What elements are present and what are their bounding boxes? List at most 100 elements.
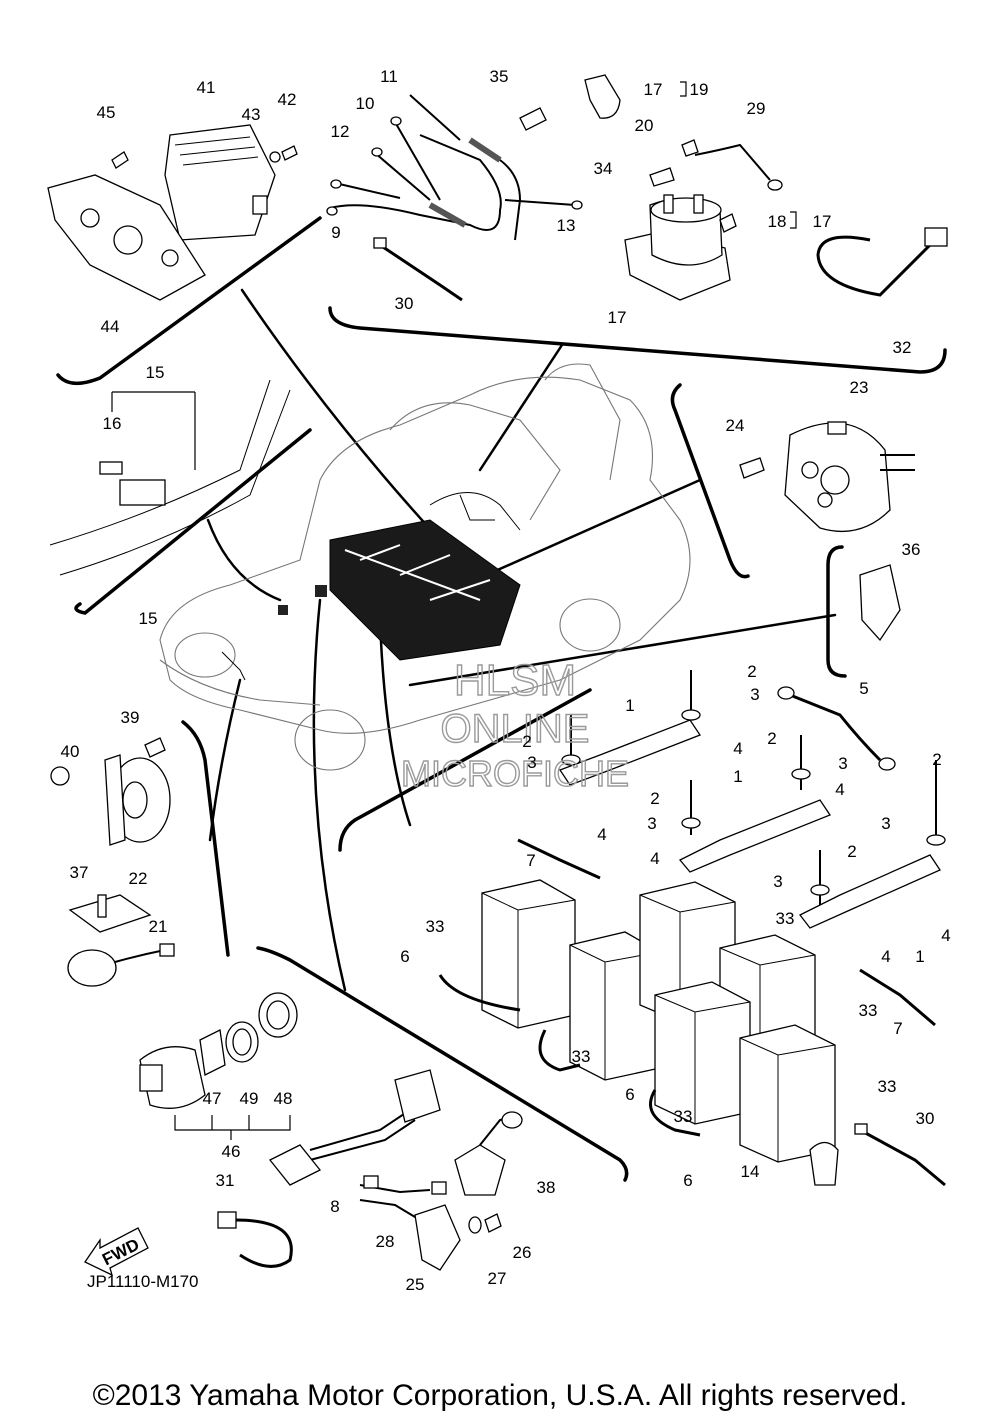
- part-label-l38: 38: [537, 1178, 556, 1197]
- battery-f: [739, 1024, 836, 1163]
- part-label-l10: 10: [356, 94, 375, 113]
- battery-pack-on-cart: [221, 492, 521, 681]
- part-label-l31: 31: [216, 1171, 235, 1190]
- part-label-l7b: 7: [893, 1019, 902, 1038]
- horn-37: [104, 754, 171, 846]
- part-label-l2d: 2: [650, 789, 659, 808]
- part-label-l3c: 3: [838, 754, 847, 773]
- part-label-l29: 29: [747, 99, 766, 118]
- watermark-line-1: HLSM: [454, 656, 576, 705]
- part-label-l19: 19: [690, 80, 709, 99]
- part-label-l21: 21: [149, 917, 168, 936]
- bolt-24: [739, 457, 765, 479]
- part-label-l47: 47: [203, 1089, 222, 1108]
- cable-band-31: [217, 1211, 293, 1268]
- part-label-l46: 46: [222, 1142, 241, 1161]
- watermark: HLSM ONLINE MICROFICHE: [400, 655, 629, 794]
- clamp-14: [809, 1141, 839, 1186]
- part-label-l7a: 7: [526, 851, 535, 870]
- frame-rail-15: [49, 379, 291, 576]
- speed-sensor-21: [67, 943, 175, 987]
- part-label-l1a: 1: [625, 696, 634, 715]
- fwd-arrow: FWD: [84, 1227, 149, 1277]
- part-label-l3a: 3: [750, 685, 759, 704]
- battery-cables: [438, 686, 936, 1137]
- part-label-l6a: 6: [400, 947, 409, 966]
- part-label-l6b: 6: [625, 1085, 634, 1104]
- group-brackets: [56, 216, 947, 1182]
- harness-8: [268, 1069, 441, 1186]
- part-label-l44: 44: [101, 317, 120, 336]
- part-label-l2b: 2: [522, 732, 531, 751]
- cable-tie-30-bottom: [854, 1123, 946, 1187]
- motor-23: [784, 421, 915, 532]
- leader-lines: [206, 288, 837, 992]
- part-label-l41: 41: [197, 78, 216, 97]
- sensor-25-wire-28: [359, 1175, 461, 1271]
- part-label-l39: 39: [121, 708, 140, 727]
- part-label-l11: 11: [380, 67, 398, 86]
- part-label-l4c: 4: [597, 825, 606, 844]
- part-label-l25: 25: [406, 1275, 425, 1294]
- part-label-l2a: 2: [747, 662, 756, 681]
- bracket-36: [859, 564, 901, 642]
- connector-16: [99, 461, 166, 506]
- part-label-l33d: 33: [572, 1047, 591, 1066]
- doc-code: JP11110-M170: [87, 1272, 199, 1291]
- mounting-plate-44: [47, 174, 206, 301]
- watermark-line-3: MICROFICHE: [401, 753, 629, 794]
- golf-cart-outline: [159, 363, 691, 771]
- part-label-l15b: 15: [139, 609, 158, 628]
- part-label-l43: 43: [242, 105, 261, 124]
- part-label-l13: 13: [557, 216, 576, 235]
- watermark-line-2: ONLINE: [441, 707, 590, 751]
- part-label-l45: 45: [97, 103, 116, 122]
- part-label-l4f: 4: [881, 947, 890, 966]
- bolt-35-clamp-34: [519, 74, 621, 131]
- part-label-l3f: 3: [773, 872, 782, 891]
- part-label-l3b: 3: [527, 753, 536, 772]
- part-label-l1c: 1: [915, 947, 924, 966]
- part-label-l2f: 2: [847, 842, 856, 861]
- part-label-l1b: 1: [733, 767, 742, 786]
- part-label-l4e: 4: [941, 926, 950, 945]
- part-label-l17a: 17: [644, 80, 663, 99]
- part-label-l33b: 33: [776, 909, 795, 928]
- copyright-notice: ©2013 Yamaha Motor Corporation, U.S.A. A…: [92, 1379, 908, 1412]
- part-label-l49: 49: [240, 1089, 259, 1108]
- cable-band-32: [816, 227, 948, 297]
- part-label-l35: 35: [490, 67, 509, 86]
- label-brackets: [111, 81, 797, 470]
- pedal-sensor-22: [68, 894, 152, 933]
- part-label-l40: 40: [61, 742, 80, 761]
- part-label-l30a: 30: [395, 294, 414, 313]
- part-label-l5: 5: [859, 679, 868, 698]
- key-switch-assy-46: [139, 992, 298, 1140]
- part-label-l24: 24: [726, 416, 745, 435]
- part-label-l36: 36: [902, 540, 921, 559]
- solenoid-17: [624, 139, 783, 301]
- part-label-l37: 37: [70, 863, 89, 882]
- washer-27-bolt-26: [468, 1213, 502, 1234]
- part-label-l2e: 2: [932, 750, 941, 769]
- part-label-l2c: 2: [767, 729, 776, 748]
- part-label-l33a: 33: [426, 917, 445, 936]
- part-label-l33c: 33: [859, 1001, 878, 1020]
- bolt-42-washer-43: [269, 145, 298, 163]
- bolt-45: [111, 151, 129, 169]
- part-label-l26: 26: [513, 1243, 532, 1262]
- nut-40: [50, 766, 70, 786]
- part-label-l32: 32: [893, 338, 912, 357]
- part-label-l6c: 6: [683, 1171, 692, 1190]
- batteries-33: [481, 879, 836, 1163]
- part-label-l33e: 33: [878, 1077, 897, 1096]
- part-label-l4a: 4: [733, 739, 742, 758]
- switch-38: [454, 1111, 523, 1196]
- part-label-l9: 9: [331, 223, 340, 242]
- part-label-l34: 34: [594, 159, 613, 178]
- part-label-l3e: 3: [881, 814, 890, 833]
- cable-tie-30-top: [373, 237, 463, 302]
- part-label-l3d: 3: [647, 814, 656, 833]
